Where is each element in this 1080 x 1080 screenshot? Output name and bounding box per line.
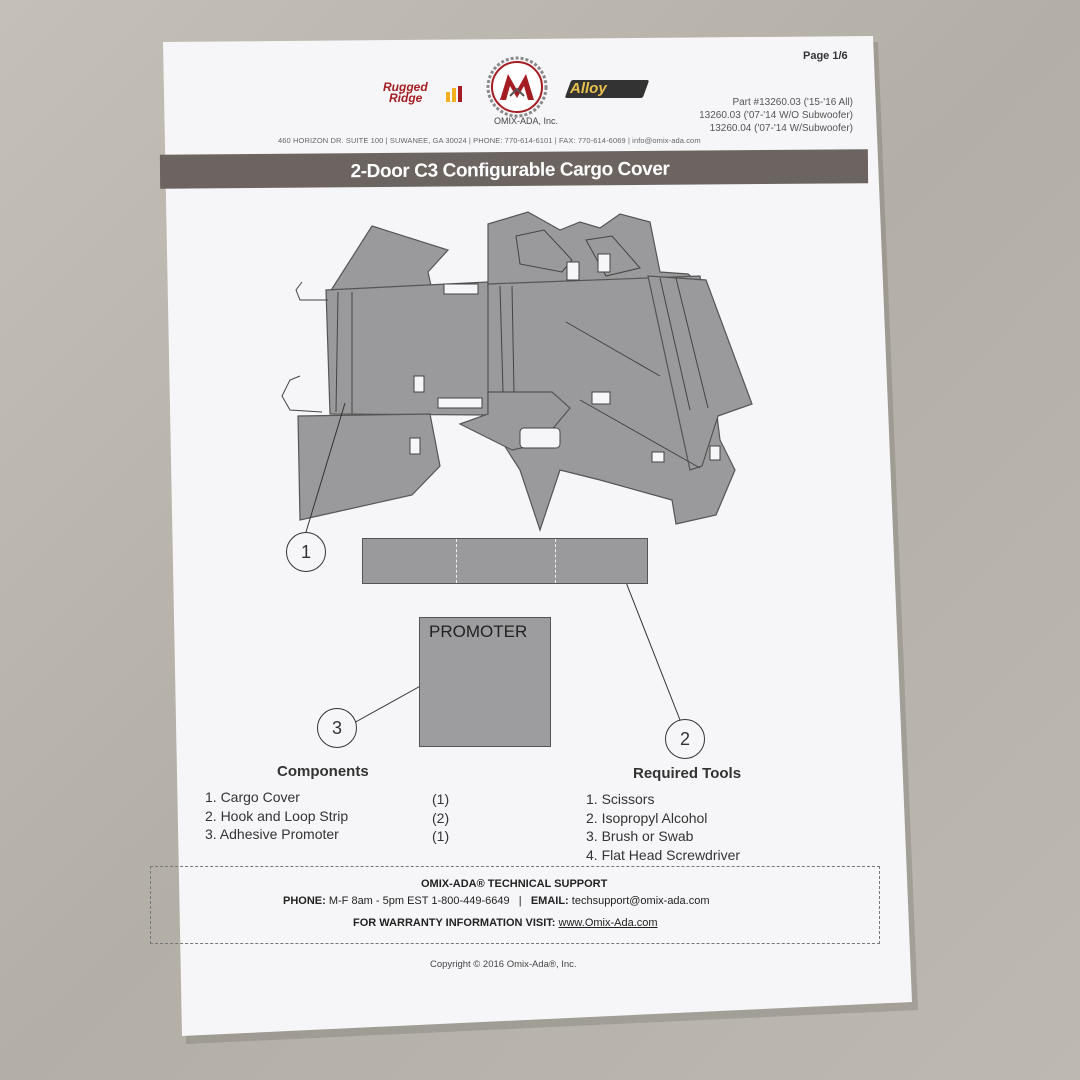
separator: |: [512, 895, 528, 907]
page-number: Page 1/6: [803, 50, 848, 62]
cover-left-lower-panel: [297, 413, 441, 521]
email-label: EMAIL:: [530, 895, 569, 907]
alloy-logo-text: Alloy: [570, 80, 607, 97]
support-title: OMIX-ADA® TECHNICAL SUPPORT: [421, 878, 608, 890]
omix-gear-logo-icon: [486, 56, 548, 118]
part-number-line: Part #13260.03 ('15-'16 All): [732, 97, 853, 108]
support-contact-line: PHONE: M-F 8am - 5pm EST 1-800-449-6649 …: [283, 895, 710, 907]
phone-number: M-F 8am - 5pm EST 1-800-449-6649: [328, 895, 510, 907]
rugged-ridge-logo: Rugged Ridge: [383, 80, 428, 105]
warranty-line: FOR WARRANTY INFORMATION VISIT: www.Omix…: [353, 917, 658, 929]
phone-label: PHONE:: [283, 895, 326, 907]
components-quantities: (1) (2) (1): [432, 790, 449, 846]
callout-2: 2: [665, 719, 705, 759]
copyright: Copyright © 2016 Omix-Ada®, Inc.: [430, 959, 577, 970]
required-tools-heading: Required Tools: [633, 765, 742, 782]
strip-cut-line: [456, 539, 457, 583]
strip-cut-line: [555, 539, 556, 583]
components-list: 1. Cargo Cover 2. Hook and Loop Strip 3.…: [205, 788, 348, 844]
components-heading: Components: [277, 763, 369, 780]
component-item: 3. Adhesive Promoter: [205, 826, 339, 842]
cover-left-panel: [325, 281, 491, 416]
tool-item: 4. Flat Head Screwdriver: [586, 846, 741, 863]
rugged-ridge-logo-line2: Ridge: [389, 91, 423, 105]
component-item: 2. Hook and Loop Strip: [205, 807, 349, 824]
company-name: OMIX-ADA, Inc.: [494, 116, 559, 126]
component-qty: (1): [432, 828, 450, 844]
adhesive-promoter: [419, 617, 551, 747]
component-qty: (1): [432, 791, 450, 807]
rugged-ridge-logo-line1: Rugged: [383, 80, 428, 94]
component-item: 1. Cargo Cover: [205, 789, 300, 805]
company-address: 460 HORIZON DR. SUITE 100 | SUWANEE, GA …: [278, 136, 701, 145]
rugged-ridge-bars-icon: [446, 86, 464, 102]
tool-item: 3. Brush or Swab: [586, 828, 694, 844]
part-numbers: Part #13260.03 ('15-'16 All) 13260.03 ('…: [699, 96, 853, 135]
warranty-link[interactable]: www.Omix-Ada.com: [558, 917, 658, 929]
warranty-label: FOR WARRANTY INFORMATION VISIT:: [353, 917, 556, 929]
part-number-line: 13260.03 ('07-'14 W/O Subwoofer): [699, 110, 853, 121]
callout-1: 1: [286, 532, 326, 572]
required-tools-list: 1. Scissors 2. Isopropyl Alcohol 3. Brus…: [586, 790, 740, 864]
promoter-label: PROMOTER: [429, 622, 528, 641]
support-email[interactable]: techsupport@omix-ada.com: [571, 895, 710, 907]
cover-right-panel: [647, 275, 753, 471]
callout-3: 3: [317, 708, 357, 748]
part-number-line: 13260.04 ('07-'14 W/Subwoofer): [709, 123, 853, 134]
tool-item: 2. Isopropyl Alcohol: [586, 809, 708, 826]
tool-item: 1. Scissors: [586, 791, 655, 807]
technical-support-box: [150, 866, 880, 944]
hook-and-loop-strip: [362, 538, 648, 584]
cover-left-flap: [328, 225, 450, 293]
component-qty: (2): [432, 809, 450, 826]
